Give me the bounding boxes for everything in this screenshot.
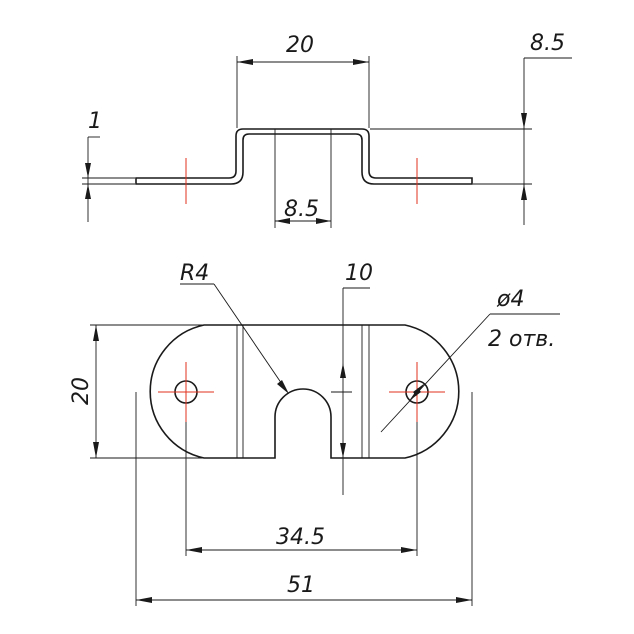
dim-85-right-label: 8.5 [530,31,565,56]
arrow [186,547,202,553]
arrow [340,363,346,378]
arrow [85,163,91,178]
dim-85-slot-label: 8.5 [284,197,319,222]
arrow [353,59,369,65]
dim-20-plan-label: 20 [69,377,94,405]
side-view: 20 8.5 1 8.5 [82,31,572,228]
hole-count-label: 2 отв. [488,327,555,352]
arrow [93,442,99,458]
plan-outline [149,324,460,459]
arrow [275,218,290,224]
dim-10-label: 10 [345,261,373,286]
plan-view: 20 R4 10 ø4 2 отв. 34.5 51 [69,261,560,606]
dim-51-label: 51 [287,573,315,598]
side-profile [135,128,473,185]
arrow [237,59,253,65]
dim-1-label: 1 [88,109,102,134]
arrow [456,597,472,603]
radius-label: R4 [180,261,209,286]
arrow [401,547,417,553]
hole-diameter-label: ø4 [496,287,524,312]
arrow [521,113,527,129]
arrow [93,325,99,341]
arrow [521,184,527,200]
leader-r4-diag [213,283,287,391]
dim-20-label: 20 [286,33,314,58]
arrow [413,383,425,396]
arrow [316,218,331,224]
arrow [277,380,289,394]
arrow [136,597,152,603]
leader-d4-diag [380,313,491,433]
arrow [340,443,346,458]
arrow [85,184,91,199]
dim-345-label: 34.5 [276,525,325,550]
